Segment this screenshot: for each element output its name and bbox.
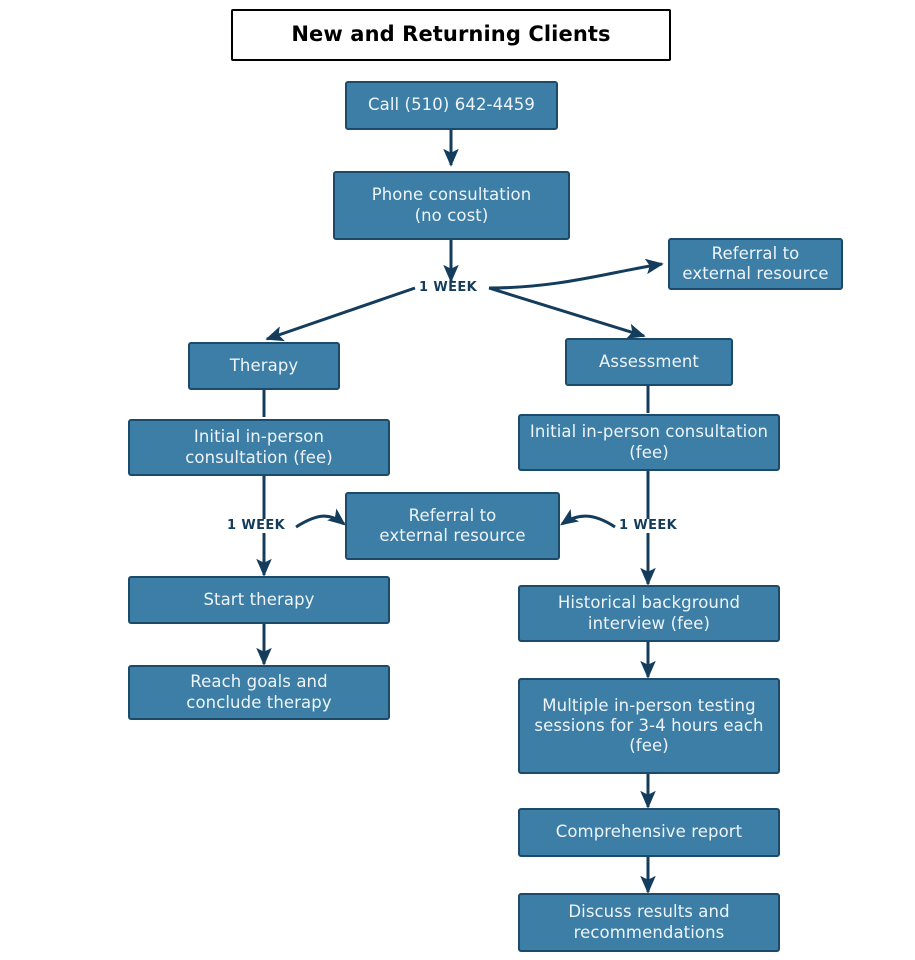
node-referral-middle[interactable]: Referral to external resource xyxy=(345,492,560,560)
edge-left-week-to-referral-mid xyxy=(295,508,346,529)
edge-label-week-left: 1 WEEK xyxy=(225,518,288,534)
node-referral-top[interactable]: Referral to external resource xyxy=(668,238,843,290)
node-reach-goals[interactable]: Reach goals and conclude therapy xyxy=(128,665,390,720)
edge-label-week-right: 1 WEEK xyxy=(617,518,680,534)
edge-week-to-referral-top xyxy=(488,258,664,290)
node-call[interactable]: Call (510) 642-4459 xyxy=(345,81,558,130)
edge-label-week-top: 1 WEEK xyxy=(417,280,480,296)
node-start-therapy[interactable]: Start therapy xyxy=(128,576,390,624)
node-initial-consultation-therapy[interactable]: Initial in-person consultation (fee) xyxy=(128,419,390,476)
page-title: New and Returning Clients xyxy=(231,9,671,61)
node-initial-consultation-assessment[interactable]: Initial in-person consultation (fee) xyxy=(518,414,780,471)
edge-right-week-to-referral-mid xyxy=(560,508,616,529)
node-therapy[interactable]: Therapy xyxy=(188,342,340,390)
edge-week-to-therapy xyxy=(265,286,416,342)
node-comprehensive-report[interactable]: Comprehensive report xyxy=(518,808,780,857)
node-testing-sessions[interactable]: Multiple in-person testing sessions for … xyxy=(518,678,780,774)
node-discuss-results[interactable]: Discuss results and recommendations xyxy=(518,893,780,952)
node-assessment[interactable]: Assessment xyxy=(565,338,733,386)
node-historical-interview[interactable]: Historical background interview (fee) xyxy=(518,585,780,642)
edge-week-to-assessment xyxy=(488,286,646,339)
node-phone-consultation[interactable]: Phone consultation (no cost) xyxy=(333,171,570,240)
